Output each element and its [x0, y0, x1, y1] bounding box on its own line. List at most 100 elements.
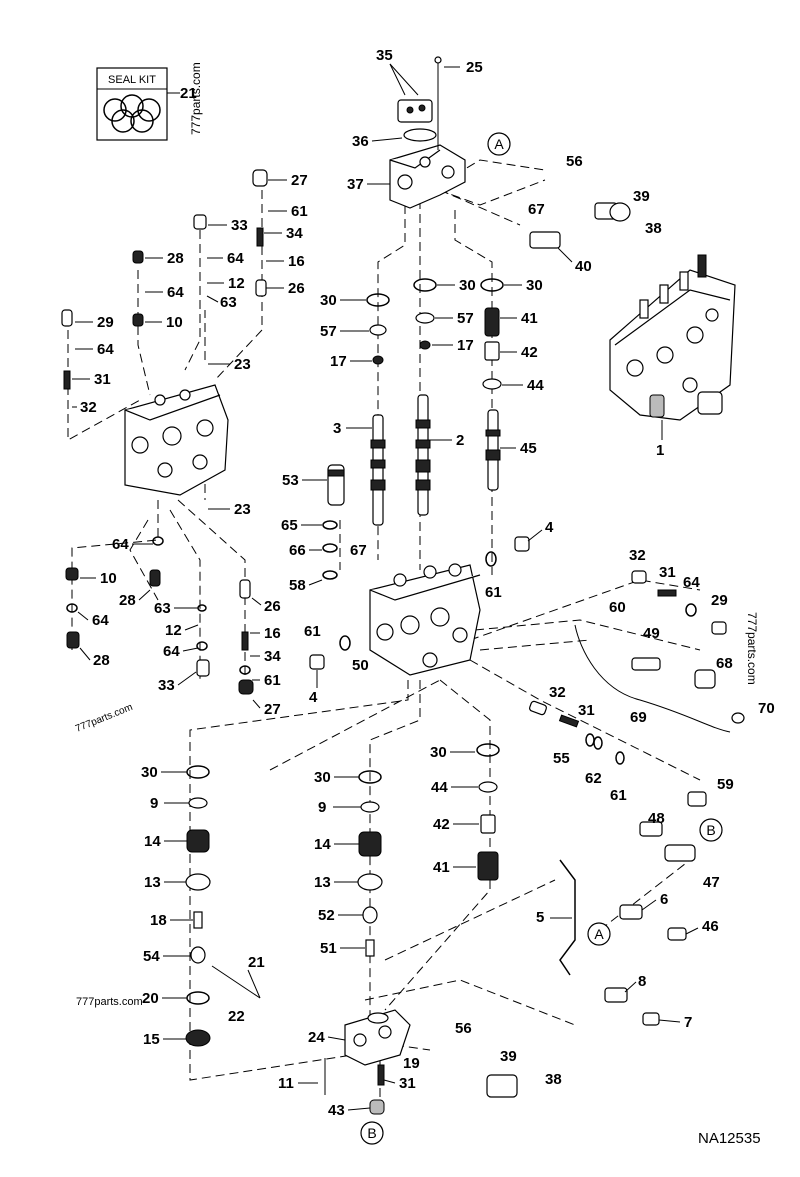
- diagram-id: NA12535: [698, 1130, 761, 1147]
- callout-30-f: 30: [141, 764, 158, 781]
- callout-5: 5: [536, 909, 544, 926]
- callout-40: 40: [575, 258, 592, 275]
- callout-69: 69: [630, 709, 647, 726]
- callout-64-g: 64: [683, 574, 700, 591]
- callout-27-bottom: 27: [264, 701, 281, 718]
- ref-marker-b-right: B: [706, 822, 715, 838]
- lower-left-stack: [185, 743, 500, 1047]
- callout-64-f: 64: [163, 643, 180, 660]
- callout-24: 24: [308, 1029, 325, 1046]
- callout-16-bottom: 16: [264, 625, 281, 642]
- callout-61-left: 61: [304, 623, 321, 640]
- callout-7: 7: [684, 1014, 692, 1031]
- callout-30-c: 30: [526, 277, 543, 294]
- callout-44-top: 44: [527, 377, 544, 394]
- watermark-bottom: 777parts.com: [76, 996, 143, 1008]
- ref-marker-b-bottom: B: [367, 1125, 376, 1141]
- callout-33-bottom: 33: [158, 677, 175, 694]
- callout-15: 15: [143, 1031, 160, 1048]
- callout-23-top: 23: [234, 356, 251, 373]
- stack-parts-upper: [366, 278, 504, 390]
- callout-30-b: 30: [459, 277, 476, 294]
- callout-32-right: 32: [629, 547, 646, 564]
- callout-61-bottom: 61: [264, 672, 281, 689]
- callout-60: 60: [609, 599, 626, 616]
- callout-44-bottom: 44: [431, 779, 448, 796]
- callout-2: 2: [456, 432, 464, 449]
- callout-67-mid: 67: [350, 542, 367, 559]
- callout-31-top: 31: [94, 371, 111, 388]
- spools: [327, 394, 501, 526]
- callout-11: 11: [278, 1075, 294, 1092]
- watermark-top: 777parts.com: [189, 62, 203, 135]
- callout-53: 53: [282, 472, 299, 489]
- callout-28-a: 28: [167, 250, 184, 267]
- ref-marker-a-top: A: [494, 136, 504, 152]
- callout-17-a: 17: [330, 353, 347, 370]
- callout-42-top: 42: [521, 344, 538, 361]
- ref-marker-a-bottom: A: [594, 926, 604, 942]
- callout-41-bottom: 41: [433, 859, 450, 876]
- right-fittings: [61, 169, 745, 1098]
- callout-3: 3: [333, 420, 341, 437]
- callout-34-top: 34: [286, 225, 303, 242]
- callout-41-top: 41: [521, 310, 538, 327]
- callout-14-a: 14: [144, 833, 161, 850]
- callout-29-top: 29: [97, 314, 114, 331]
- callout-49: 49: [643, 625, 660, 642]
- callout-1: 1: [656, 442, 664, 459]
- watermark-left: 777parts.com: [74, 702, 134, 735]
- callout-64-c: 64: [97, 341, 114, 358]
- callout-42-bottom: 42: [433, 816, 450, 833]
- callout-39-bottom: 39: [500, 1048, 517, 1065]
- callout-26-bottom: 26: [264, 598, 281, 615]
- callout-19: 19: [403, 1055, 420, 1072]
- callout-61-lower: 61: [610, 787, 627, 804]
- callout-25: 25: [466, 59, 483, 76]
- callout-50: 50: [352, 657, 369, 674]
- callout-48: 48: [648, 810, 665, 827]
- callout-54: 54: [143, 948, 160, 965]
- callouts: 21 35 25 36 37 56 39 38 67 40 27 61 33 3…: [66, 47, 775, 1119]
- callout-70: 70: [758, 700, 775, 717]
- assembled-valve-1: [609, 254, 736, 440]
- callout-64-b: 64: [167, 284, 184, 301]
- callout-56-bottom: 56: [455, 1020, 472, 1037]
- callout-37: 37: [347, 176, 364, 193]
- callout-36: 36: [352, 133, 369, 150]
- callout-65: 65: [281, 517, 298, 534]
- callout-33-top: 33: [231, 217, 248, 234]
- callout-34-bottom: 34: [264, 648, 281, 665]
- callout-17-b: 17: [457, 337, 474, 354]
- callout-63-top: 63: [220, 294, 237, 311]
- seal-kit-label: SEAL KIT: [108, 74, 156, 86]
- callout-45: 45: [520, 440, 537, 457]
- callout-32-top: 32: [80, 399, 97, 416]
- callout-32-lower: 32: [549, 684, 566, 701]
- callout-64-a: 64: [227, 250, 244, 267]
- callout-9-b: 9: [318, 799, 326, 816]
- callout-31-bottom: 31: [399, 1075, 416, 1092]
- callout-29-right: 29: [711, 592, 728, 609]
- callout-10-top: 10: [166, 314, 183, 331]
- callout-68: 68: [716, 655, 733, 672]
- callout-66: 66: [289, 542, 306, 559]
- callout-43: 43: [328, 1102, 345, 1119]
- seal-rings-icon: [103, 94, 161, 133]
- callout-21-sealkit: 21: [180, 85, 197, 102]
- callout-13-b: 13: [314, 874, 331, 891]
- callout-18: 18: [150, 912, 167, 929]
- callout-14-b: 14: [314, 836, 331, 853]
- callout-8: 8: [638, 973, 646, 990]
- callout-30-d: 30: [430, 744, 447, 761]
- upper-valve-block-37: [389, 56, 466, 209]
- callout-31-lower: 31: [578, 702, 595, 719]
- callout-47: 47: [703, 874, 720, 891]
- callout-61-right: 61: [485, 584, 502, 601]
- lower-valve-block-24: [324, 1009, 411, 1095]
- callout-56-top: 56: [566, 153, 583, 170]
- callout-16-top: 16: [288, 253, 305, 270]
- callout-22: 22: [228, 1008, 245, 1025]
- watermark-right: 777parts.com: [745, 612, 759, 685]
